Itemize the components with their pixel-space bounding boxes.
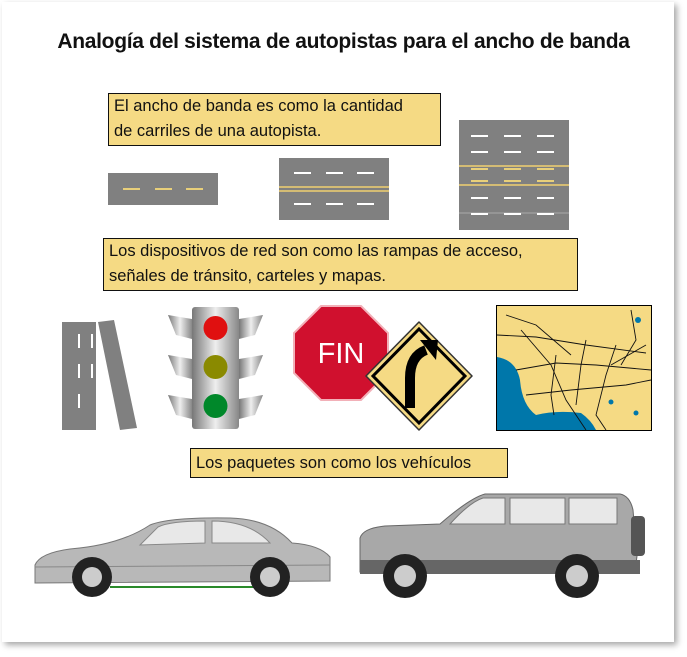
caption-devices-line1: Los dispositivos de red son como las ram… [109, 242, 523, 260]
road-multi-lane-icon [459, 120, 569, 230]
caption-packets: Los paquetes son como los vehículos [190, 448, 508, 478]
curve-sign-icon [365, 321, 473, 431]
caption-bandwidth-line2: de carriles de una autopista. [114, 122, 322, 140]
caption-bandwidth: El ancho de banda es como la cantidad de… [108, 93, 441, 146]
road-map-icon [496, 305, 652, 431]
stop-sign-icon: FIN [293, 305, 389, 401]
caption-devices-line2: señales de tránsito, carteles y mapas. [109, 267, 386, 285]
stop-sign-text: FIN [318, 338, 365, 370]
road-two-lanes-icon [279, 158, 389, 220]
caption-bandwidth-line1: El ancho de banda es como la cantidad [114, 97, 403, 115]
sedan-car-icon [34, 517, 331, 597]
caption-devices: Los dispositivos de red son como las ram… [103, 238, 578, 291]
page-title: Analogía del sistema de autopistas para … [57, 30, 630, 53]
road-one-lane-icon [108, 173, 218, 205]
on-ramp-icon [62, 320, 137, 430]
traffic-light-icon [168, 307, 263, 429]
suv-car-icon [359, 493, 645, 598]
